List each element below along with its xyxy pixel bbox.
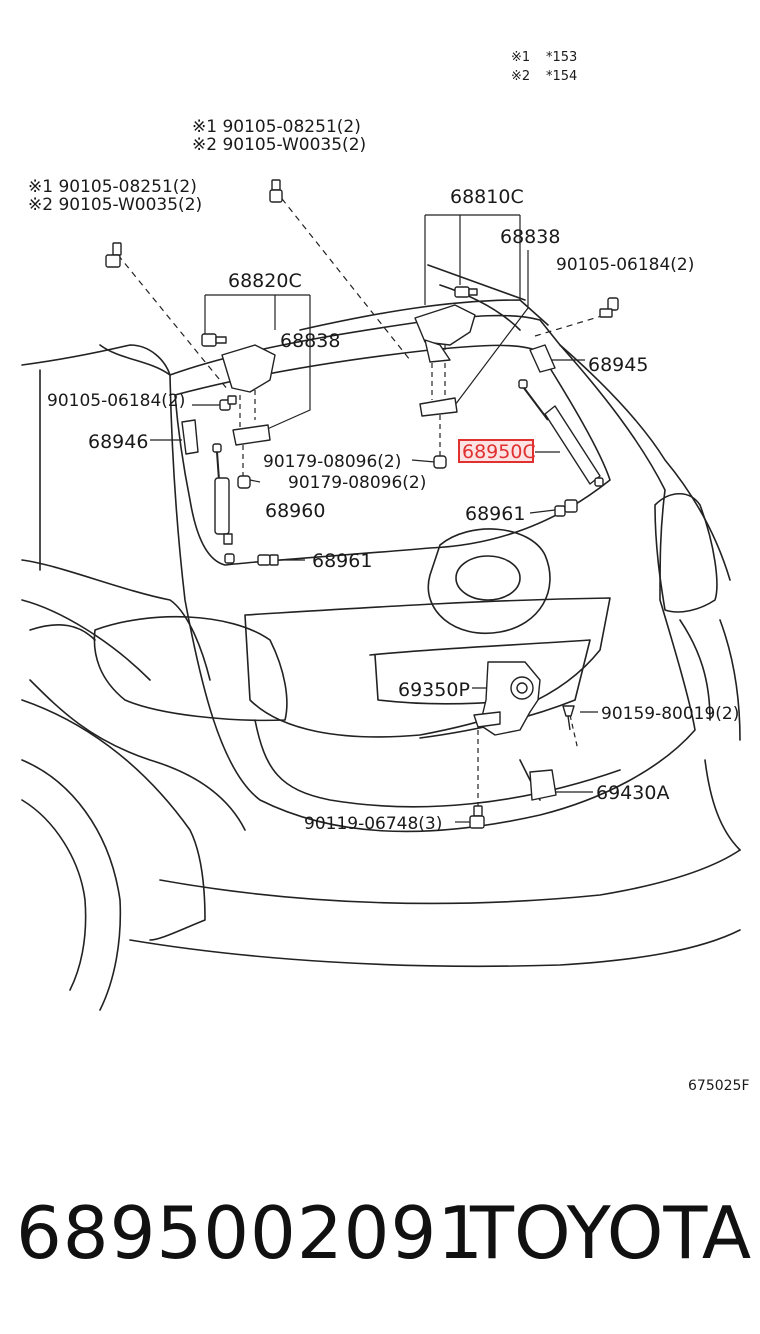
bolt-icon <box>269 179 283 203</box>
label-screw-lock: 90159-80019(2) <box>601 704 739 724</box>
label-cushion-left: 90179-08096(2) <box>288 473 426 493</box>
leader-lines <box>117 189 606 823</box>
striker <box>529 769 557 801</box>
brand-name: TOYOTA <box>470 1191 752 1275</box>
label-bolt-top-2: ※2 90105-W0035(2) <box>192 135 366 155</box>
label-bolt-left-2: ※2 90105-W0035(2) <box>28 195 202 215</box>
bolt-icon <box>219 395 237 411</box>
stay-bracket-right <box>529 344 556 373</box>
label-hinge-left: 68820C <box>228 270 302 292</box>
hinge-plate-right <box>419 397 458 417</box>
label-bolt-left-1: ※1 90105-08251(2) <box>28 177 197 197</box>
label-hinge-left-plate: 68838 <box>280 330 340 352</box>
label-cushion-right: 90179-08096(2) <box>263 452 401 472</box>
stay-left <box>212 443 235 564</box>
label-bolt-lock: 90119-06748(3) <box>304 814 442 834</box>
note-1-mark: ※1 <box>511 50 530 65</box>
figure-code: 675025F <box>688 1078 750 1094</box>
bolt-icon <box>599 297 619 318</box>
label-bolt-left: 90105-06184(2) <box>47 391 185 411</box>
label-stay-right: 68950C <box>462 441 536 463</box>
note-2-text: *154 <box>546 69 577 84</box>
label-bracket-left: 68946 <box>88 431 148 453</box>
cushion-right <box>433 455 447 469</box>
hinge-right-base <box>424 339 451 363</box>
note-1-text: *153 <box>546 50 577 65</box>
stay-bracket-left <box>181 419 199 455</box>
hinge-right <box>414 304 476 346</box>
hinge-left <box>221 344 276 393</box>
label-bolt-right: 90105-06184(2) <box>556 255 694 275</box>
label-hinge-right: 68810C <box>450 186 524 208</box>
label-bolt-top-1: ※1 90105-08251(2) <box>192 117 361 137</box>
notes: ※1 *153 ※2 *154 <box>511 50 577 84</box>
highlight-box <box>458 439 534 463</box>
label-bracket-right: 68945 <box>588 354 648 376</box>
bolt-icon <box>201 333 227 347</box>
screw-icon <box>562 705 575 731</box>
stud-icon <box>257 554 279 566</box>
bolt-icon <box>469 805 485 829</box>
label-lock: 69350P <box>398 679 470 701</box>
label-hinge-right-plate: 68838 <box>500 226 560 248</box>
part-number: 6895002091 <box>16 1191 485 1275</box>
parts <box>105 179 619 829</box>
lock-assembly <box>473 661 541 736</box>
hinge-plate-left <box>232 424 271 446</box>
label-stay-left: 68960 <box>265 500 325 522</box>
stay-right <box>518 379 604 487</box>
bolt-icon <box>105 242 122 268</box>
label-stud-left: 68961 <box>312 550 372 572</box>
bolt-icon <box>454 286 478 298</box>
part-labels: ※1 90105-08251(2) ※2 90105-W0035(2) ※1 9… <box>28 117 750 1094</box>
parts-diagram: ※1 *153 ※2 *154 ※1 90105-08251(2) ※2 901… <box>21 50 750 1094</box>
note-2-mark: ※2 <box>511 69 530 84</box>
footer-caption: 6895002091 TOYOTA <box>0 1188 760 1278</box>
label-striker: 69430A <box>596 782 669 804</box>
vehicle-outline <box>21 264 741 1011</box>
cushion-left <box>237 475 251 489</box>
stud-icon <box>554 499 578 517</box>
label-stud-right: 68961 <box>465 503 525 525</box>
